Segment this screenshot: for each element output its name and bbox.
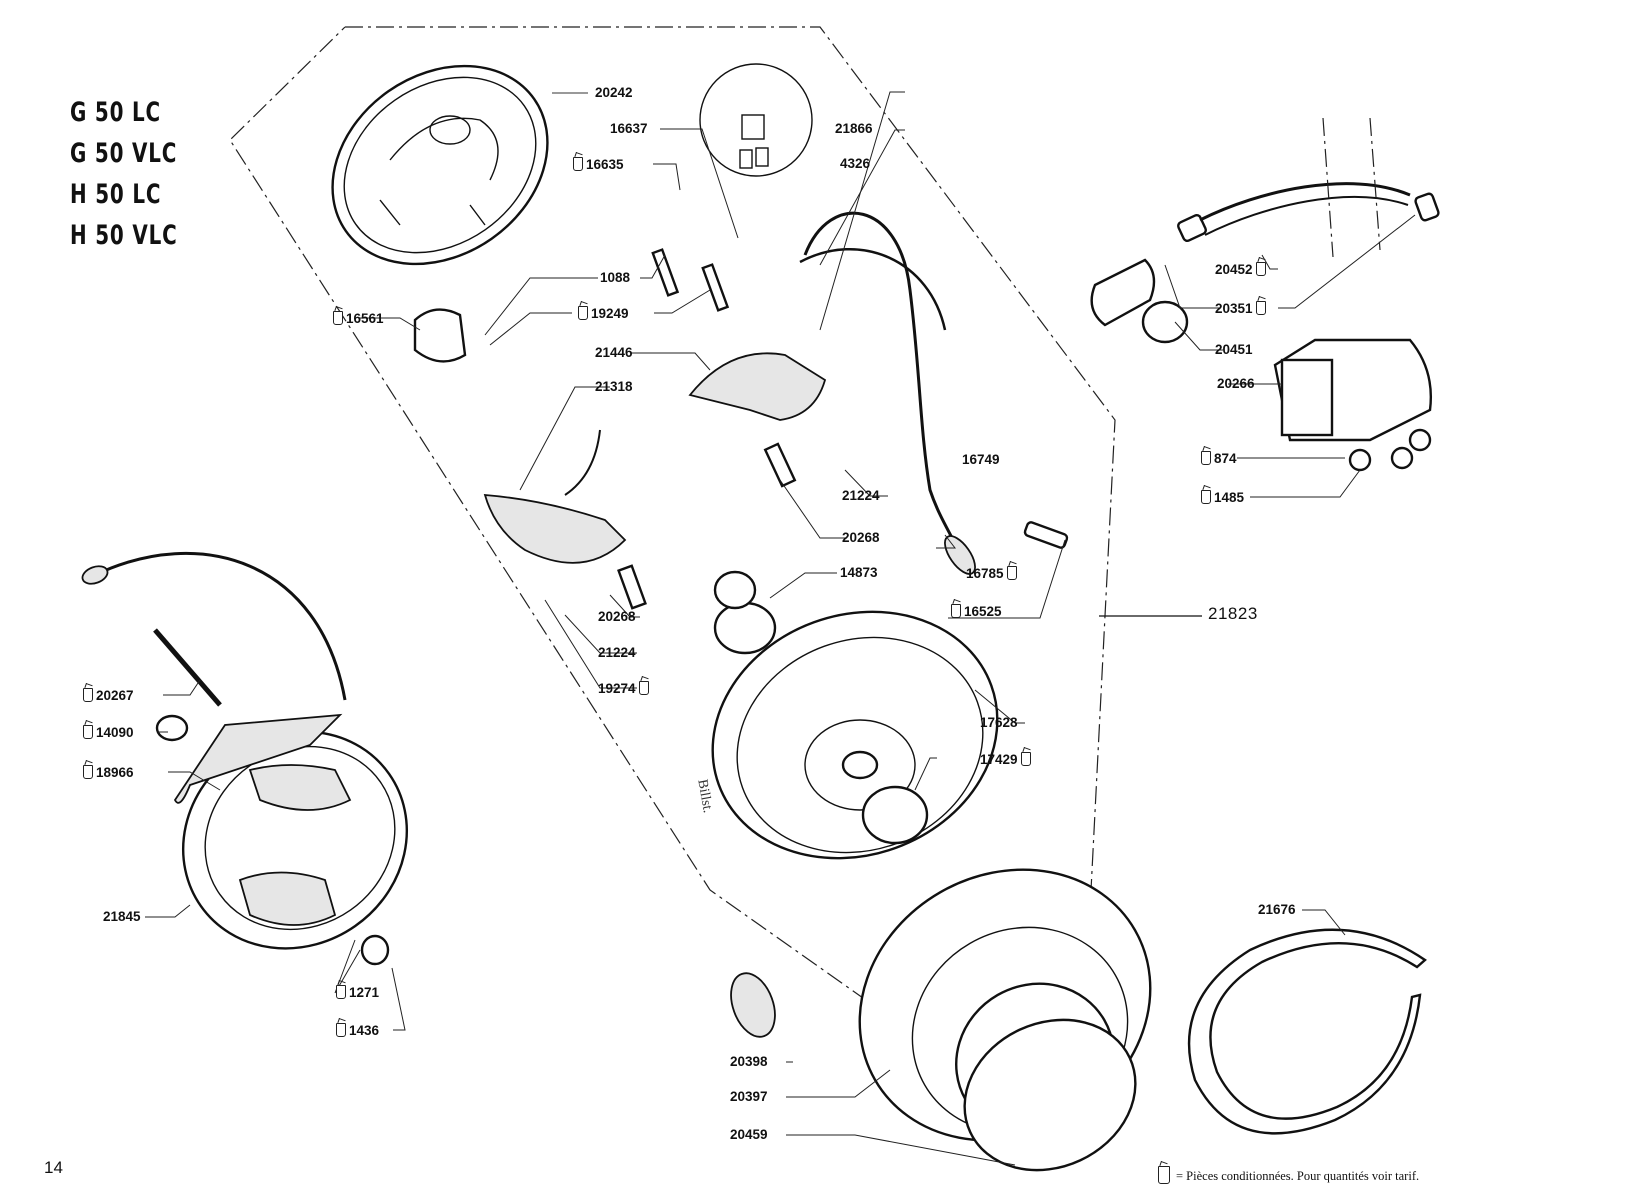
- part-label: 20451: [1215, 342, 1253, 357]
- packaged-parts-icon: [1020, 752, 1031, 766]
- part-label: 21224: [598, 645, 636, 660]
- part-label: 19249: [575, 306, 629, 321]
- part-label: 20397: [730, 1089, 768, 1104]
- hv-cable-16749: [803, 211, 962, 556]
- model-list: G 50 LC G 50 VLC H 50 LC H 50 VLC: [70, 92, 178, 256]
- part-label: 21845: [103, 909, 141, 924]
- packaged-parts-icon: [951, 604, 961, 618]
- part-label: 16637: [610, 121, 648, 136]
- spark-plug-cap-20451: [1090, 213, 1207, 344]
- part-label: 17628: [980, 715, 1018, 730]
- model-title: H 50 VLC: [70, 220, 178, 251]
- part-label: 16785: [966, 566, 1020, 581]
- part-label: 21676: [1258, 902, 1296, 917]
- part-label: 16525: [948, 604, 1002, 619]
- part-label: 19274: [598, 681, 652, 696]
- part-label: 20266: [1217, 376, 1255, 391]
- packaged-parts-icon: [1006, 566, 1017, 580]
- packaged-parts-bag-icon: [1158, 1166, 1170, 1184]
- part-label: 21866: [835, 121, 873, 136]
- part-label: 21224: [842, 488, 880, 503]
- page-number: 14: [44, 1158, 63, 1177]
- model-title: G 50 LC: [70, 97, 161, 128]
- packaged-parts-icon: [578, 306, 588, 320]
- packaged-parts-icon: [1255, 262, 1266, 276]
- part-label: 1436: [333, 1023, 379, 1038]
- part-label: 20398: [730, 1054, 768, 1069]
- part-label: 14873: [840, 565, 878, 580]
- packaged-parts-icon: [1201, 490, 1211, 504]
- packaged-parts-icon: [1255, 301, 1266, 315]
- coil-21318: [483, 493, 627, 564]
- packaged-parts-icon: [336, 985, 346, 999]
- part-label: 18966: [80, 765, 134, 780]
- terminal-kit-inset-21866: [699, 63, 813, 177]
- part-label: 1088: [600, 270, 631, 285]
- part-label: 4326: [840, 156, 871, 171]
- part-label: 874: [1198, 451, 1237, 466]
- model-title: G 50 VLC: [70, 138, 178, 169]
- part-label: 20242: [595, 85, 633, 100]
- packaged-parts-icon: [1201, 451, 1211, 465]
- part-label: 16749: [962, 452, 1000, 467]
- part-label: 21318: [595, 379, 633, 394]
- packaged-parts-icon: [333, 311, 343, 325]
- flywheel-17628: [711, 610, 999, 860]
- packaged-parts-icon: [573, 157, 583, 171]
- part-label: 16635: [570, 157, 624, 172]
- legend: = Pièces conditionnées. Pour quantités v…: [1155, 1166, 1419, 1184]
- part-label: 20267: [80, 688, 134, 703]
- part-label: 16561: [330, 311, 384, 326]
- badge-20398: [730, 972, 776, 1038]
- packaged-parts-icon: [83, 688, 93, 702]
- packaged-parts-icon: [83, 765, 93, 779]
- model-title: H 50 LC: [70, 179, 162, 210]
- assembly-label-21823: 21823: [1208, 604, 1258, 623]
- retaining-ring-21676: [1187, 928, 1427, 1135]
- part-label: 1485: [1198, 490, 1244, 505]
- part-label: 20459: [730, 1127, 768, 1142]
- leader-lines: [145, 91, 1416, 1166]
- coil-21446: [688, 352, 827, 421]
- ignition-coil-20266: [1273, 338, 1432, 472]
- part-label: 21446: [595, 345, 633, 360]
- condenser-16561: [413, 308, 467, 363]
- magneto-assembly-21845: [173, 713, 409, 950]
- part-label: 20268: [598, 609, 636, 624]
- packaged-parts-icon: [83, 725, 93, 739]
- cam-14873: [713, 601, 777, 655]
- part-label: 1271: [333, 985, 379, 1000]
- part-label: 20452: [1215, 262, 1269, 277]
- stator-base-plate-20242: [331, 64, 549, 266]
- cover-cap-20459: [963, 1018, 1137, 1172]
- part-label: 17429: [980, 752, 1034, 767]
- part-label: 20268: [842, 530, 880, 545]
- legend-text: = Pièces conditionnées. Pour quantités v…: [1176, 1169, 1420, 1183]
- packaged-parts-icon: [336, 1023, 346, 1037]
- handwritten-note: Billst.: [694, 778, 715, 814]
- part-label: 14090: [80, 725, 134, 740]
- packaged-parts-icon: [638, 681, 649, 695]
- part-label: 20351: [1215, 301, 1269, 316]
